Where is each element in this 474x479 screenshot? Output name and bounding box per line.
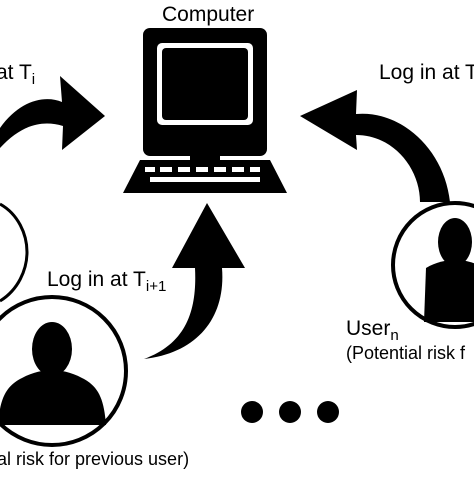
risk-note-bottom: al risk for previous user): [0, 449, 190, 469]
computer-icon: [123, 28, 287, 193]
arrow-icon-left: [0, 76, 105, 150]
login-label-left-text: at T: [0, 61, 32, 84]
user-icon-right: [391, 201, 474, 329]
arrow-icon-middle: [144, 203, 245, 359]
computer-label: Computer: [162, 3, 255, 26]
ellipsis-dots: [241, 401, 339, 423]
login-label-middle: Log in at Ti+1: [47, 268, 166, 294]
risk-note-right: (Potential risk f: [346, 343, 466, 363]
login-label-left: at Ti: [0, 61, 35, 87]
user-n-label-subscript: n: [390, 326, 399, 344]
login-label-middle-text: Log in at T: [47, 268, 146, 291]
login-label-right: Log in at T: [379, 61, 474, 84]
login-label-middle-subscript: i+1: [145, 277, 167, 295]
login-label-left-subscript: i: [31, 70, 36, 88]
arrow-icon-right: [300, 90, 450, 202]
user-n-label: Usern: [346, 317, 399, 343]
user-icon-left-partial: [0, 202, 29, 303]
user-n-label-text: User: [346, 317, 391, 340]
user-icon-bottom-left: [0, 295, 128, 447]
